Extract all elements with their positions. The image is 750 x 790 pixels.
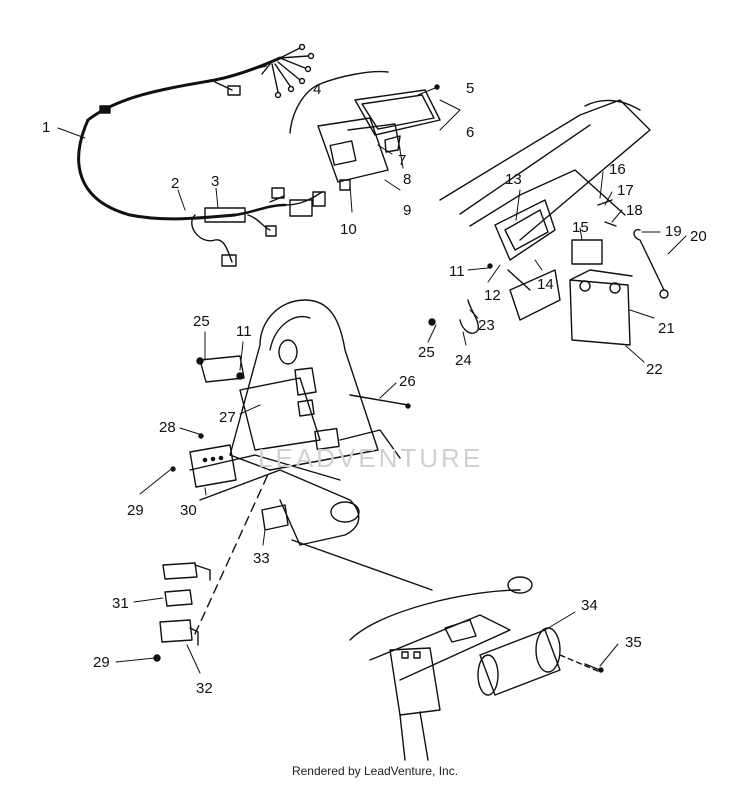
callout-5: 5: [466, 80, 474, 97]
tail-light-assembly: [289, 70, 441, 191]
callout-13: 13: [505, 171, 522, 188]
callout-29-upper: 29: [127, 502, 144, 519]
callout-26: 26: [399, 373, 416, 390]
callout-4: 4: [313, 81, 321, 98]
callout-34: 34: [581, 597, 598, 614]
callout-22: 22: [646, 361, 663, 378]
callout-32: 32: [196, 680, 213, 697]
callout-35: 35: [625, 634, 642, 651]
callout-3: 3: [211, 173, 219, 190]
callout-29-lower: 29: [93, 654, 110, 671]
callout-labels: 1 2 3 4 5 6 7 8 9 10 11 12 13 14 15 16 1…: [42, 80, 707, 697]
callout-14: 14: [537, 276, 554, 293]
callout-8: 8: [403, 171, 411, 188]
callout-12: 12: [484, 287, 501, 304]
callout-9: 9: [403, 202, 411, 219]
callout-33: 33: [253, 550, 270, 567]
callout-2: 2: [171, 175, 179, 192]
callout-7: 7: [398, 152, 406, 169]
callout-18: 18: [626, 202, 643, 219]
leader-lines: [57, 87, 687, 674]
battery-box-frame: [439, 99, 669, 346]
hardware-fasteners: [153, 84, 604, 673]
wiring-harness: [77, 43, 326, 267]
callout-19: 19: [665, 223, 682, 240]
callout-11-battery: 11: [449, 263, 465, 280]
callout-27: 27: [219, 409, 236, 426]
mounting-plate: [189, 299, 433, 591]
callout-30: 30: [180, 502, 197, 519]
callout-21: 21: [658, 320, 675, 337]
callout-6: 6: [466, 124, 474, 141]
footer-credit: Rendered by LeadVenture, Inc.: [291, 764, 459, 778]
callout-10: 10: [340, 221, 357, 238]
callout-25-plate: 25: [193, 313, 210, 330]
callout-24: 24: [455, 352, 472, 369]
callout-15: 15: [572, 219, 589, 236]
callout-23: 23: [478, 317, 495, 334]
callout-20: 20: [690, 228, 707, 245]
callout-31: 31: [112, 595, 129, 612]
callout-1: 1: [42, 119, 50, 136]
relay-assembly: [159, 469, 271, 646]
callout-28: 28: [159, 419, 176, 436]
starter-frame: [349, 576, 601, 761]
callout-17: 17: [617, 182, 634, 199]
callout-16: 16: [609, 161, 626, 178]
callout-25-battery: 25: [418, 344, 435, 361]
watermark-text: LEADVENTURE: [258, 443, 483, 473]
callout-11-plate: 11: [236, 323, 252, 340]
